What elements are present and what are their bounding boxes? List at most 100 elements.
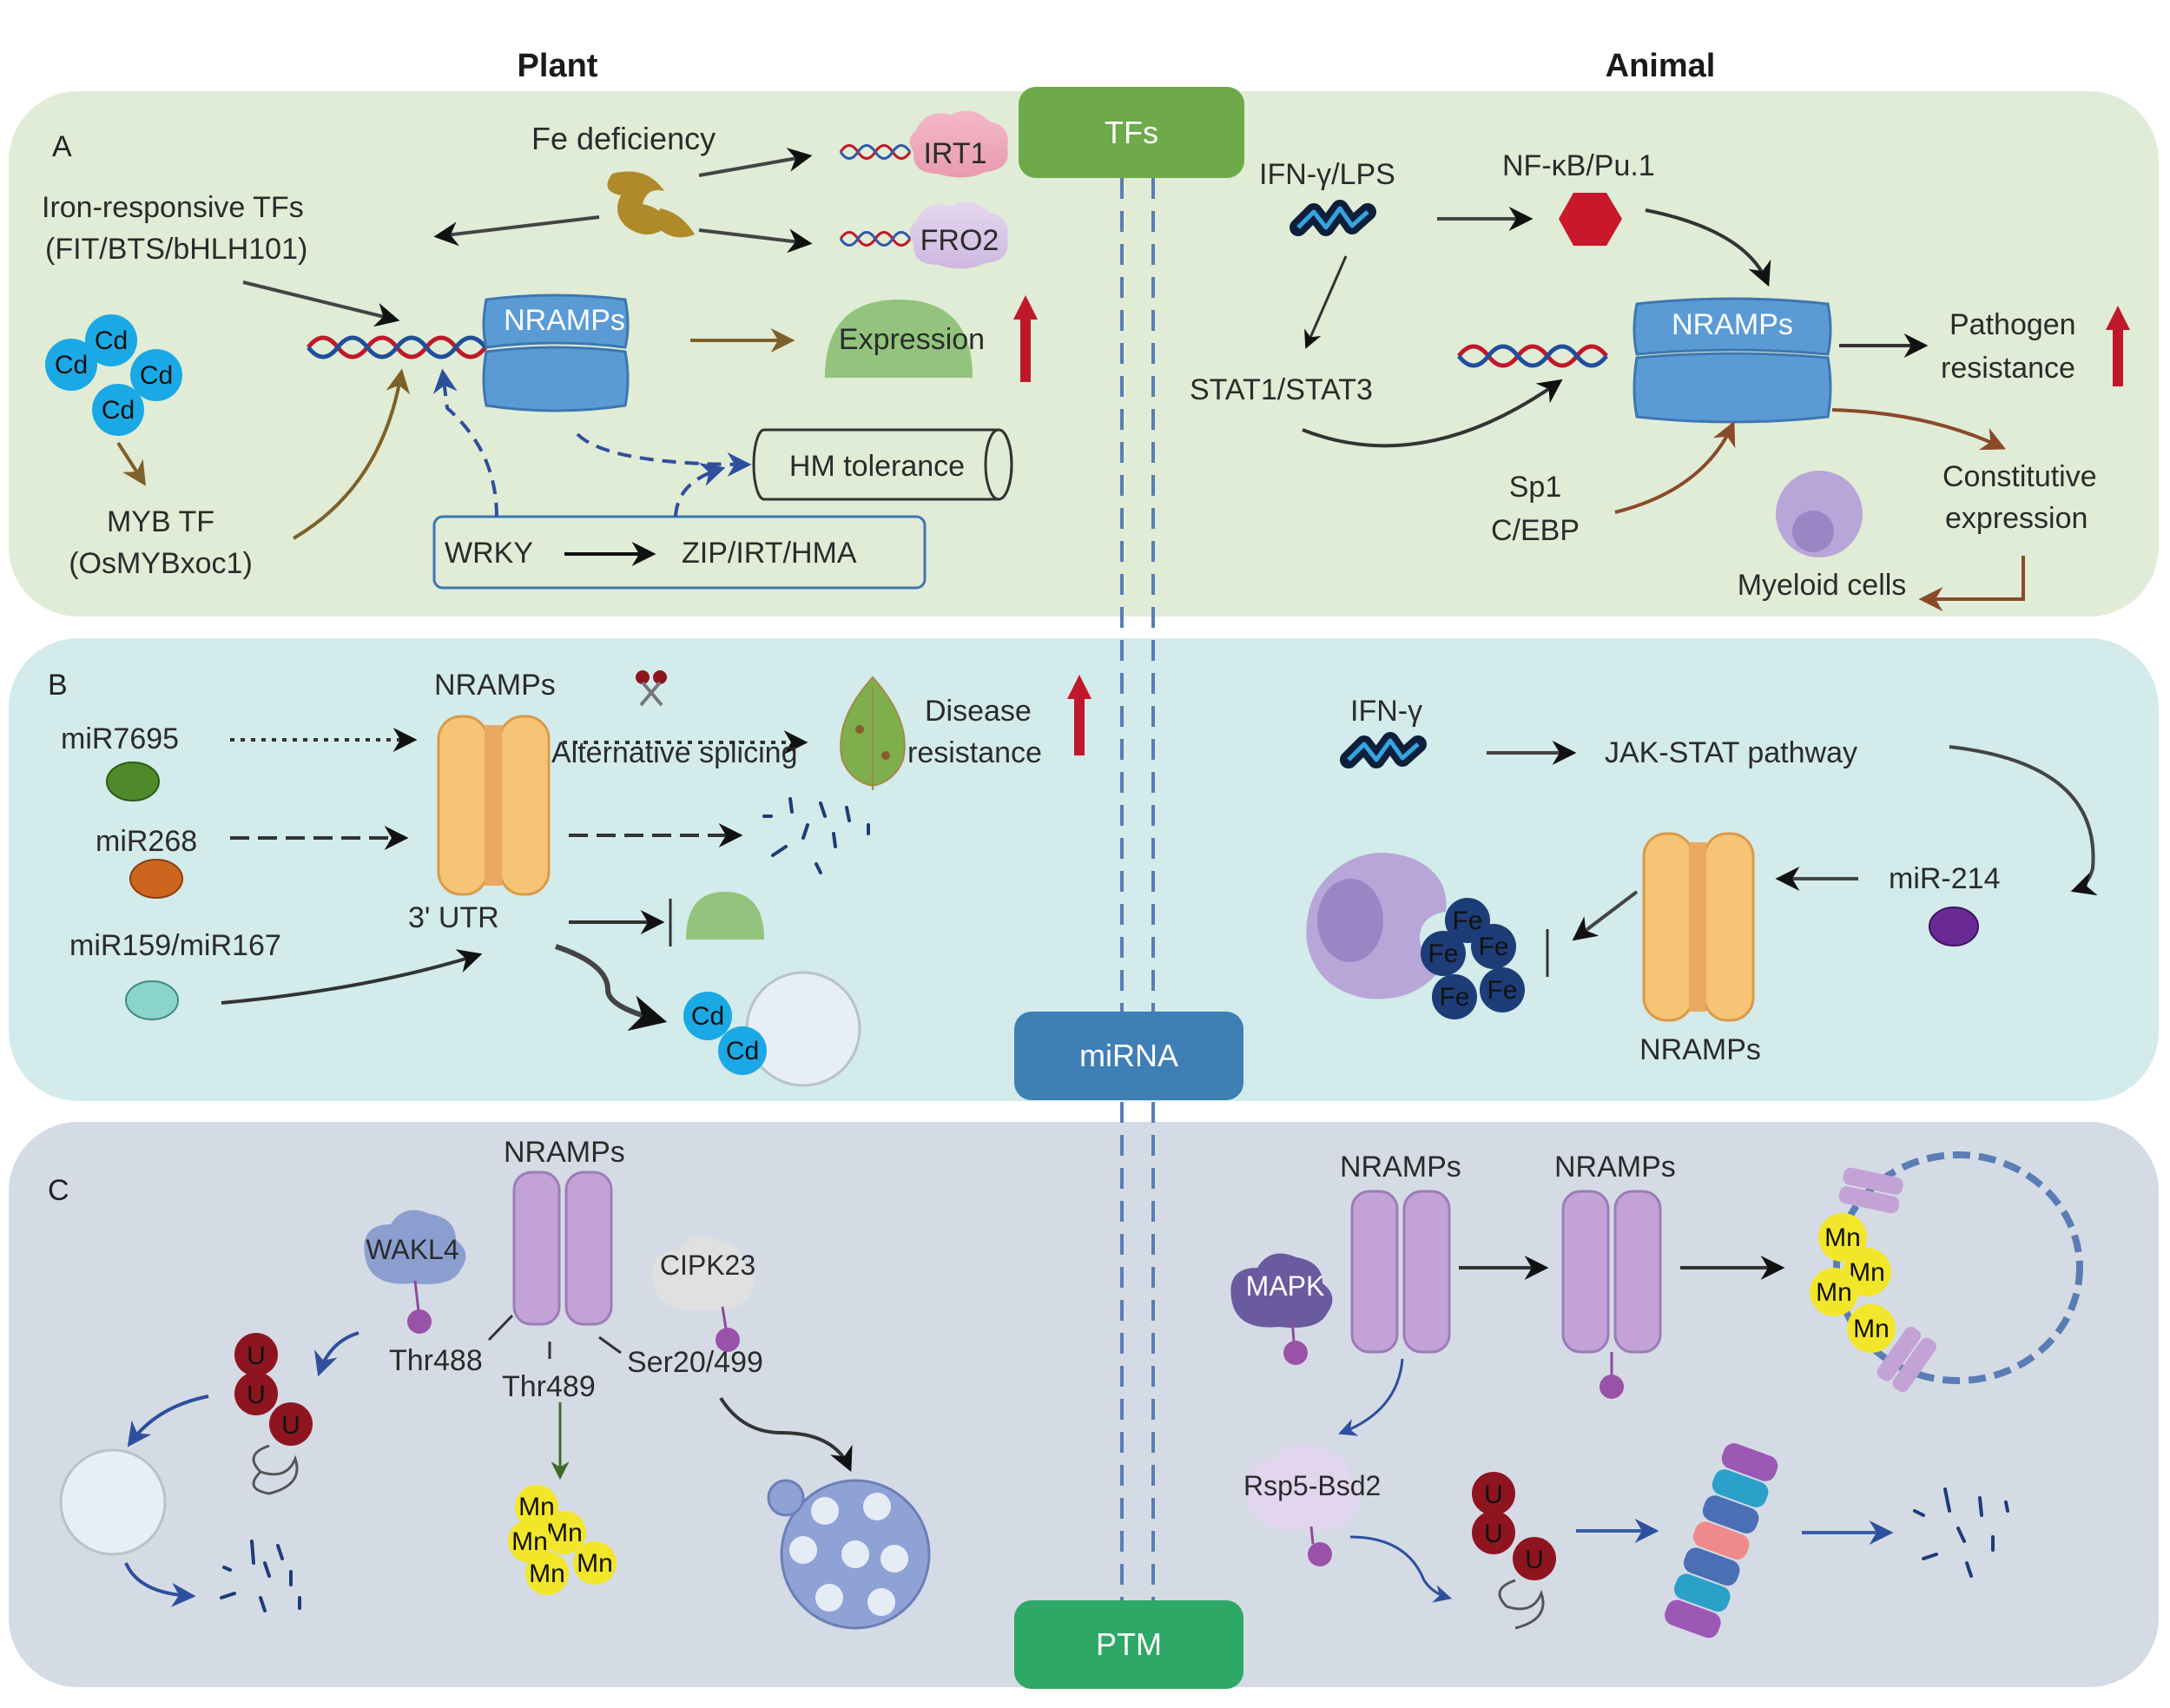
svg-text:Cd: Cd [95, 326, 128, 355]
animal-header: Animal [1606, 48, 1716, 84]
mir159-label: miR159/miR167 [69, 929, 281, 962]
fe-deficiency-icon [607, 171, 695, 238]
arrow-utr-to-vacuole [555, 944, 668, 1032]
mir268-label: miR268 [96, 825, 197, 858]
arrow-sp1-to-nramps [1614, 420, 1736, 514]
arrow-nfkb-to-nramps [1645, 208, 1771, 287]
fe-ion-cluster: Fe Fe Fe Fe Fe [1421, 898, 1525, 1019]
arrow-mir159-to-utr [221, 949, 483, 1005]
svg-text:Fe: Fe [1478, 933, 1508, 961]
panel-c-label: C [48, 1174, 69, 1207]
rsp5-bsd2-ligase-icon [1245, 1444, 1361, 1566]
mapk-kinase-icon: MAPK [1230, 1253, 1333, 1365]
arrow-fe-to-iron-tfs [433, 215, 600, 247]
arrow-jakstat-to-mir214 [1949, 745, 2098, 896]
dna-helix-icon [1457, 344, 1608, 368]
dna-small-icon [839, 231, 912, 247]
mir214-dot [1929, 907, 1979, 946]
svg-text:Mn: Mn [518, 1493, 555, 1521]
fro2-protein: FRO2 [909, 201, 1008, 269]
mn-ion-cluster: Mn Mn Mn Mn [1810, 1213, 1896, 1353]
nramps-label: NRAMPs [1672, 308, 1793, 341]
expression-label: Expression [839, 323, 985, 356]
nramps-label-c-animal-1: NRAMPs [1340, 1151, 1461, 1184]
plant-header: Plant [518, 48, 598, 84]
arrow-iron-tfs-to-dna [242, 280, 400, 327]
degraded-mrna-icon [762, 797, 870, 874]
thr489-label: Thr489 [502, 1370, 596, 1403]
myeloid-cells-label: Myeloid cells [1738, 569, 1907, 602]
panel-a-label: A [52, 130, 72, 163]
arrow-nramps-to-constitutive [1831, 408, 2007, 451]
myeloid-cell-icon [1776, 471, 1863, 557]
wrky-label: WRKY [445, 537, 533, 570]
svg-text:Mn: Mn [1824, 1223, 1861, 1252]
alternative-splicing-label: Alternative splicing [551, 736, 797, 769]
macrophage-icon [1306, 853, 1447, 999]
ptm-category-box: PTM [1014, 1600, 1243, 1689]
cd-ion-cluster: Cd Cd Cd Cd [45, 314, 182, 436]
constitutive-label-line2: expression [1945, 502, 2088, 535]
central-divider [1120, 178, 1155, 1689]
degraded-protein-icon [220, 1540, 301, 1612]
vacuole-icon [59, 1448, 167, 1556]
thr488-connector [487, 1314, 514, 1342]
nramps-transporter-animal-c2 [1561, 1190, 1662, 1399]
ifn-gamma-signal-icon [1289, 200, 1376, 236]
ptm-label: PTM [1096, 1626, 1162, 1662]
nramps-label-b-animal: NRAMPs [1639, 1033, 1761, 1066]
arrow-fe-to-fro2 [698, 228, 813, 254]
mir7695-dot [106, 762, 160, 801]
arrow-wrky-to-dna [432, 368, 498, 518]
pathogen-label-line1: Pathogen [1949, 308, 2076, 341]
svg-text:U: U [1525, 1546, 1544, 1574]
ubiquitin-chain-icon: U U U [234, 1333, 313, 1495]
expression-indicator: Expression [825, 300, 985, 378]
ubiquitin-chain-icon: U U U [1472, 1472, 1556, 1630]
cebp-label: C/EBP [1491, 514, 1580, 547]
mir159-dot [125, 980, 179, 1020]
nramps-transporter-plant-a: NRAMPs [482, 293, 630, 412]
jak-stat-label: JAK-STAT pathway [1605, 736, 1857, 769]
utr-label: 3' UTR [408, 901, 499, 934]
myb-tf-label-line2: (OsMYBxoc1) [69, 547, 253, 580]
myb-tf-label-line1: MYB TF [107, 505, 214, 538]
hm-tolerance-label: HM tolerance [789, 450, 965, 483]
irt1-label: IRT1 [923, 137, 986, 170]
nramps-transporter-animal-c1 [1350, 1190, 1451, 1354]
stat-label: STAT1/STAT3 [1190, 373, 1373, 406]
up-arrow-icon [2106, 306, 2130, 386]
nramps-transporter-plant-c [512, 1171, 613, 1326]
svg-text:U: U [1484, 1520, 1503, 1548]
arrow-stat-to-dna [1302, 379, 1563, 448]
mapk-label: MAPK [1246, 1270, 1325, 1302]
svg-text:Cd: Cd [140, 361, 173, 390]
ifn-gamma-label: IFN-γ [1350, 695, 1422, 728]
disease-label-line2: resistance [907, 736, 1042, 769]
disease-label-line1: Disease [925, 695, 1032, 728]
nfkb-hexagon-icon [1559, 193, 1622, 246]
svg-text:Mn: Mn [1816, 1278, 1852, 1307]
ser20-connector [598, 1335, 622, 1355]
endosome-icon [767, 1479, 931, 1630]
arrow-rsp5-to-ubiquitin [1349, 1535, 1453, 1603]
vacuole-cd-icon: Cd Cd [683, 971, 861, 1087]
svg-text:Cd: Cd [691, 1002, 724, 1031]
diseased-leaf-icon [840, 676, 906, 790]
arrow-ifn-to-stat [1304, 255, 1348, 349]
ifn-gamma-signal-icon [1340, 732, 1427, 768]
vesicle-icon [1833, 1151, 2083, 1393]
iron-tfs-label-line2: (FIT/BTS/bHLH101) [45, 233, 307, 266]
arrow-wakl4-to-ubiquitin [314, 1331, 359, 1377]
svg-text:Fe: Fe [1452, 907, 1482, 935]
svg-text:U: U [247, 1342, 266, 1370]
svg-text:Mn: Mn [529, 1560, 565, 1588]
rsp5-bsd2-label: Rsp5-Bsd2 [1243, 1470, 1381, 1501]
svg-text:Fe: Fe [1428, 940, 1458, 968]
nfkb-label: NF-κB/Pu.1 [1502, 149, 1655, 182]
arrow-nramps-to-rsp5 [1338, 1358, 1404, 1436]
arrow-fe-to-irt1 [698, 148, 813, 177]
svg-text:Cd: Cd [55, 351, 88, 379]
nramps-transporter-animal-b [1642, 832, 1755, 1022]
